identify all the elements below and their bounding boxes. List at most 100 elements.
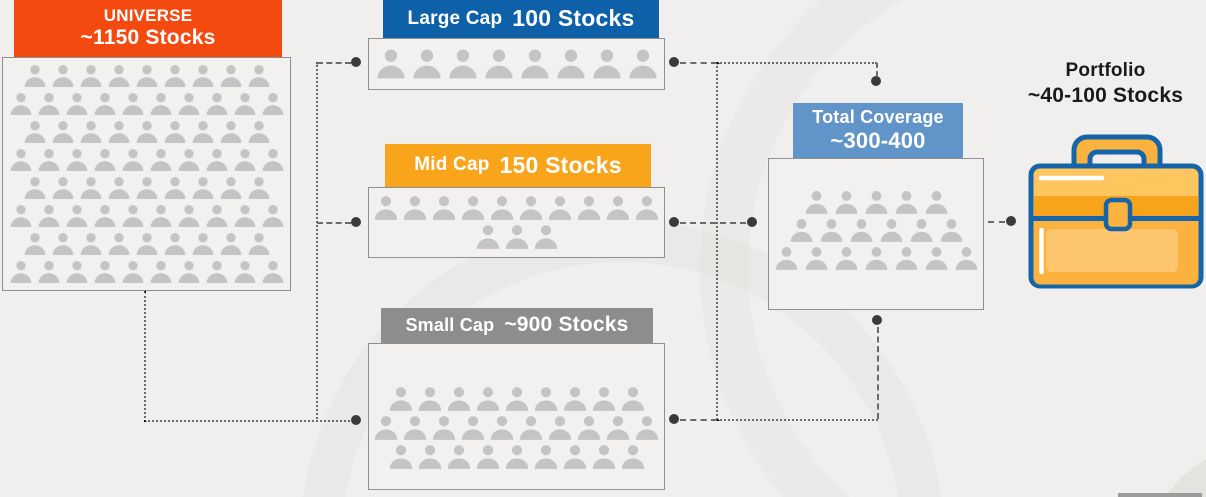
universe-title: UNIVERSE <box>103 6 193 26</box>
crowd-row <box>769 217 983 245</box>
person-icon <box>248 232 269 255</box>
connector-segment <box>144 420 350 422</box>
person-icon <box>490 416 514 440</box>
person-icon <box>461 196 485 220</box>
person-icon <box>220 232 241 255</box>
person-icon <box>80 120 101 143</box>
person-icon <box>505 387 528 411</box>
person-icon <box>519 416 543 440</box>
crowd-row <box>3 231 290 259</box>
person-icon <box>94 204 115 227</box>
person-icon <box>850 219 872 242</box>
crowd-row <box>369 443 664 472</box>
small-cap-label: Small Cap <box>405 314 495 335</box>
connector-dot <box>351 415 361 425</box>
connector-dot <box>669 217 679 227</box>
person-icon <box>621 387 644 411</box>
total-coverage-count: ~300-400 <box>830 128 926 154</box>
person-icon <box>38 204 59 227</box>
person-icon <box>262 204 283 227</box>
crowd-row <box>3 91 290 119</box>
person-icon <box>563 445 586 469</box>
person-icon <box>563 387 586 411</box>
person-icon <box>895 247 917 270</box>
person-icon <box>234 260 255 283</box>
large-cap-label: Large Cap <box>407 7 503 29</box>
person-icon <box>108 232 129 255</box>
crowd-row <box>3 175 290 203</box>
person-icon <box>925 191 947 214</box>
connector-segment <box>317 222 351 224</box>
person-icon <box>52 176 73 199</box>
crowd-row <box>3 119 290 147</box>
person-icon <box>248 64 269 87</box>
crowd-row <box>369 385 664 414</box>
large-cap-count: 100 Stocks <box>512 5 635 32</box>
person-icon <box>606 416 630 440</box>
person-icon <box>178 260 199 283</box>
person-icon <box>476 387 499 411</box>
connector-segment <box>716 62 718 420</box>
person-icon <box>52 64 73 87</box>
person-icon <box>476 445 499 469</box>
person-icon <box>178 92 199 115</box>
person-icon <box>505 445 528 469</box>
person-icon <box>403 196 427 220</box>
person-icon <box>577 196 601 220</box>
person-icon <box>476 225 499 249</box>
person-icon <box>389 445 412 469</box>
person-icon <box>24 64 45 87</box>
person-icon <box>206 204 227 227</box>
universe-count: ~1150 Stocks <box>80 26 216 50</box>
person-icon <box>628 49 657 79</box>
person-icon <box>592 49 621 79</box>
person-icon <box>220 120 241 143</box>
person-icon <box>150 204 171 227</box>
person-icon <box>38 260 59 283</box>
person-icon <box>592 445 615 469</box>
person-icon <box>412 49 441 79</box>
person-icon <box>150 260 171 283</box>
connector-dot <box>1006 216 1016 226</box>
person-icon <box>220 176 241 199</box>
person-icon <box>534 387 557 411</box>
person-icon <box>94 92 115 115</box>
person-icon <box>150 148 171 171</box>
connector-dot <box>872 315 882 325</box>
person-icon <box>520 49 549 79</box>
connector-segment <box>717 62 877 64</box>
person-icon <box>206 148 227 171</box>
person-icon <box>447 387 470 411</box>
person-icon <box>136 232 157 255</box>
connector-dot <box>669 414 679 424</box>
connector-segment <box>876 63 878 76</box>
person-icon <box>136 176 157 199</box>
person-icon <box>52 120 73 143</box>
person-icon <box>94 148 115 171</box>
connector-segment <box>680 419 717 421</box>
mid-cap-label: Mid Cap <box>414 154 490 176</box>
crowd-row <box>369 194 664 223</box>
person-icon <box>52 232 73 255</box>
person-icon <box>262 148 283 171</box>
person-icon <box>234 148 255 171</box>
person-icon <box>192 120 213 143</box>
person-icon <box>24 120 45 143</box>
connector-segment <box>317 62 351 64</box>
person-icon <box>10 260 31 283</box>
person-icon <box>122 204 143 227</box>
large-cap-box <box>368 38 665 90</box>
connector-segment <box>316 62 318 422</box>
connector-dot <box>351 57 361 67</box>
person-icon <box>164 120 185 143</box>
person-icon <box>925 247 947 270</box>
connector-segment <box>680 222 746 224</box>
universe-box <box>2 57 291 291</box>
person-icon <box>418 445 441 469</box>
person-icon <box>234 92 255 115</box>
person-icon <box>178 204 199 227</box>
person-icon <box>122 92 143 115</box>
person-icon <box>262 92 283 115</box>
person-icon <box>820 219 842 242</box>
